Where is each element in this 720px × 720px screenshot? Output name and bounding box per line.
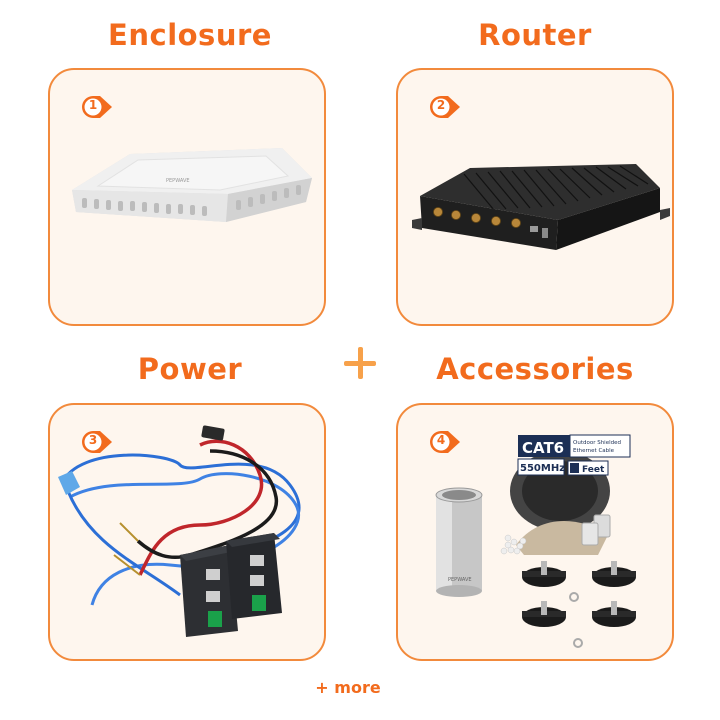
- step-number-4: 4: [436, 433, 446, 447]
- cable-speed-label: 550MHz: [520, 463, 565, 474]
- accessories-image: CAT6 Outdoor Shielded Ethernet Cable 550…: [435, 434, 636, 648]
- section-title-accessories: Accessories: [436, 352, 634, 386]
- card-enclosure[interactable]: 1 PEPWAVE: [48, 68, 326, 326]
- section-title-router: Router: [478, 18, 592, 52]
- section-title-enclosure: Enclosure: [108, 18, 272, 52]
- cable-subtitle-2: Ethernet Cable: [573, 448, 615, 454]
- cable-subtitle-1: Outdoor Shielded: [573, 440, 621, 446]
- step-number-2: 2: [436, 98, 446, 112]
- section-title-power: Power: [137, 352, 243, 386]
- power-kit-image: [58, 425, 301, 637]
- router-image: [412, 164, 670, 250]
- sleeve-brand-label: PEPWAVE: [448, 577, 472, 583]
- card-power[interactable]: 3: [48, 403, 326, 661]
- cable-brand-label: CAT6: [522, 439, 564, 457]
- step-badge-3: 3: [80, 429, 114, 455]
- enclosure-image: PEPWAVE: [72, 148, 312, 222]
- step-badge-1: 1: [80, 94, 114, 120]
- enclosure-brand-label: PEPWAVE: [166, 178, 190, 184]
- step-badge-2: 2: [428, 94, 462, 120]
- card-accessories[interactable]: 4 CAT6 Outdoor Shielded Ethernet Cable 5…: [396, 403, 674, 661]
- more-label[interactable]: + more: [315, 678, 381, 697]
- step-badge-4: 4: [428, 429, 462, 455]
- plus-icon: [340, 343, 380, 383]
- cable-unit-label: Feet: [582, 465, 605, 475]
- card-router[interactable]: 2: [396, 68, 674, 326]
- step-number-1: 1: [88, 98, 98, 112]
- step-number-3: 3: [88, 433, 98, 447]
